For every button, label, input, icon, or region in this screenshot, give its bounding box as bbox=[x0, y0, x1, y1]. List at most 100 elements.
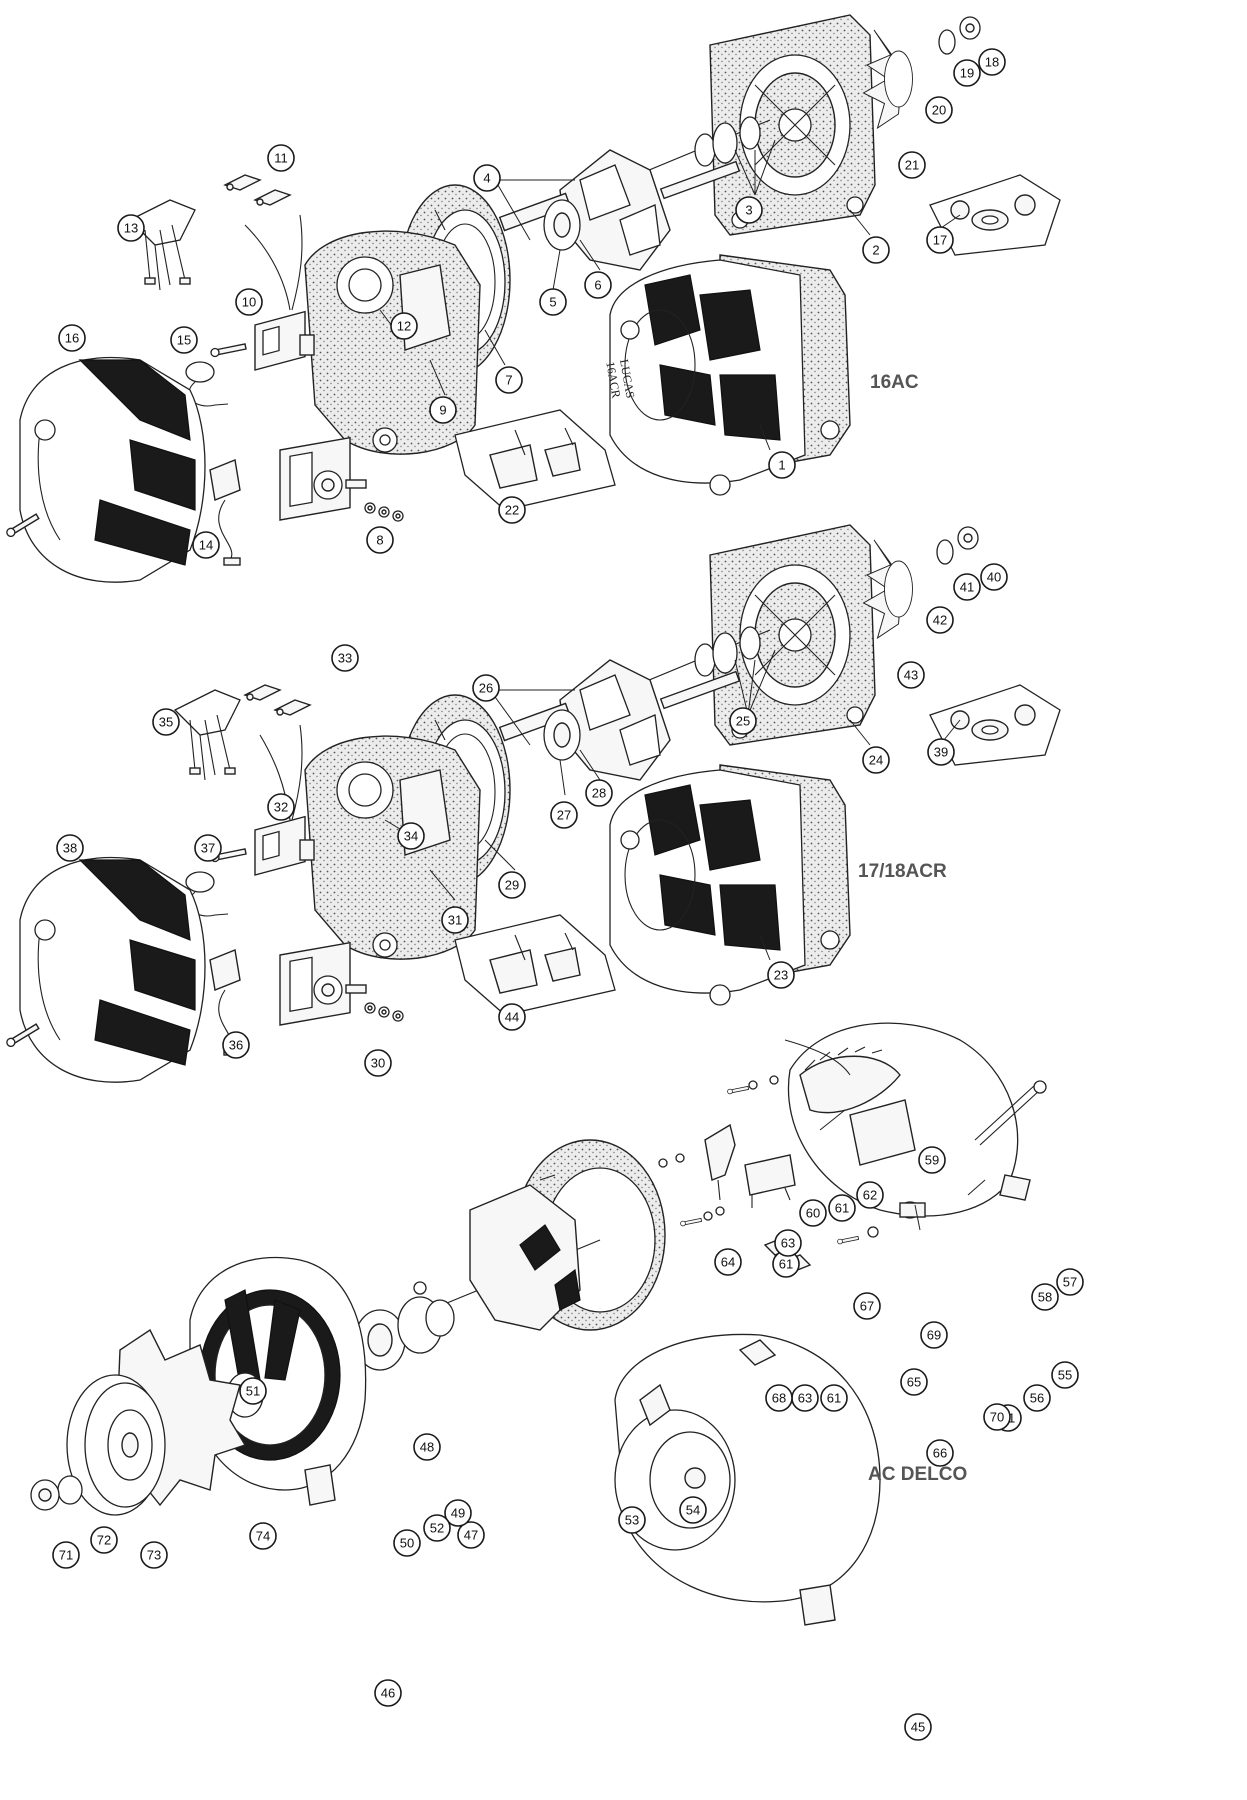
callout-number: 9 bbox=[439, 403, 446, 418]
callout-41: 41 bbox=[953, 573, 981, 601]
callout-circle bbox=[441, 906, 469, 934]
endcap-cover-drawing bbox=[19, 856, 206, 1083]
callout-number: 56 bbox=[1030, 1391, 1044, 1406]
callout-number: 6 bbox=[594, 278, 601, 293]
callout-number: 45 bbox=[911, 1720, 925, 1735]
callout-7: 7 bbox=[495, 366, 523, 394]
callout-circle bbox=[117, 214, 145, 242]
section-label-16ac: 16AC bbox=[870, 372, 919, 393]
callout-circle bbox=[983, 1403, 1011, 1431]
callout-29: 29 bbox=[498, 871, 526, 899]
nut-washer-drawing bbox=[30, 1475, 83, 1511]
callout-circle bbox=[222, 1031, 250, 1059]
callout-circle bbox=[473, 164, 501, 192]
callout-number: 66 bbox=[933, 1446, 947, 1461]
callout-circle bbox=[52, 1541, 80, 1569]
screw-drawing bbox=[210, 343, 247, 358]
callout-number: 61 bbox=[779, 1257, 793, 1272]
callout-37: 37 bbox=[194, 834, 222, 862]
slip-ring-drawing bbox=[543, 199, 581, 251]
callout-65: 65 bbox=[900, 1368, 928, 1396]
callout-circle bbox=[897, 661, 925, 689]
callout-number: 50 bbox=[400, 1536, 414, 1551]
callout-circle bbox=[585, 779, 613, 807]
pulley-washer-drawing bbox=[936, 526, 979, 565]
brush-box-drawing bbox=[254, 815, 315, 876]
callout-circle bbox=[828, 1194, 856, 1222]
callout-51: 51 bbox=[239, 1377, 267, 1405]
callout-25: 25 bbox=[729, 707, 757, 735]
callout-circle bbox=[539, 288, 567, 316]
callout-number: 37 bbox=[201, 841, 215, 856]
callout-number: 18 bbox=[985, 55, 999, 70]
callout-number: 12 bbox=[397, 319, 411, 334]
callout-16: 16 bbox=[58, 324, 86, 352]
callout-22: 22 bbox=[498, 496, 526, 524]
callout-circle bbox=[1056, 1268, 1084, 1296]
callout-26: 26 bbox=[472, 674, 500, 702]
exploded-view-16ac: LUCAS 16ACR 16AC bbox=[3, 14, 1061, 583]
callout-60: 60 bbox=[799, 1199, 827, 1227]
callout-circle bbox=[152, 708, 180, 736]
callout-number: 35 bbox=[159, 715, 173, 730]
callout-circle bbox=[856, 1181, 884, 1209]
callout-17: 17 bbox=[926, 226, 954, 254]
callout-circle bbox=[799, 1199, 827, 1227]
regulator-ic-drawing bbox=[744, 1154, 796, 1208]
callout-number: 8 bbox=[376, 533, 383, 548]
callout-circle bbox=[926, 226, 954, 254]
callout-circle bbox=[774, 1229, 802, 1257]
callout-circle bbox=[140, 1541, 168, 1569]
callout-number: 39 bbox=[934, 745, 948, 760]
callout-number: 27 bbox=[557, 808, 571, 823]
callout-circle bbox=[768, 451, 796, 479]
pulley-washer-drawing bbox=[938, 16, 981, 55]
callout-number: 43 bbox=[904, 668, 918, 683]
callout-39: 39 bbox=[927, 738, 955, 766]
callout-circle bbox=[618, 1506, 646, 1534]
callout-circle bbox=[862, 746, 890, 774]
callout-circle bbox=[729, 707, 757, 735]
callout-number: 29 bbox=[505, 878, 519, 893]
callout-circle bbox=[390, 312, 418, 340]
callout-circle bbox=[374, 1679, 402, 1707]
callout-number: 30 bbox=[371, 1056, 385, 1071]
callout-61: 61 bbox=[828, 1194, 856, 1222]
callout-number: 14 bbox=[199, 538, 213, 553]
callout-circle bbox=[397, 822, 425, 850]
callout-number: 38 bbox=[63, 841, 77, 856]
callout-circle bbox=[413, 1433, 441, 1461]
callout-circle bbox=[765, 1384, 793, 1412]
callout-circle bbox=[853, 1292, 881, 1320]
callout-8: 8 bbox=[366, 526, 394, 554]
callout-59: 59 bbox=[918, 1146, 946, 1174]
callout-63: 63 bbox=[791, 1384, 819, 1412]
callout-circle bbox=[926, 1439, 954, 1467]
callout-36: 36 bbox=[222, 1031, 250, 1059]
callout-number: 69 bbox=[927, 1328, 941, 1343]
callout-21: 21 bbox=[898, 151, 926, 179]
callout-circle bbox=[980, 563, 1008, 591]
callout-circle bbox=[978, 48, 1006, 76]
harness-drawing bbox=[129, 199, 196, 291]
callout-number: 4 bbox=[483, 171, 490, 186]
callout-number: 55 bbox=[1058, 1368, 1072, 1383]
callout-circle bbox=[550, 801, 578, 829]
callout-number: 41 bbox=[960, 580, 974, 595]
callout-circle bbox=[1051, 1361, 1079, 1389]
callout-circle bbox=[904, 1713, 932, 1741]
callout-42: 42 bbox=[926, 606, 954, 634]
callout-61: 61 bbox=[820, 1384, 848, 1412]
callout-43: 43 bbox=[897, 661, 925, 689]
callout-number: 58 bbox=[1038, 1290, 1052, 1305]
callout-circle bbox=[444, 1499, 472, 1527]
callout-number: 62 bbox=[863, 1188, 877, 1203]
callout-number: 47 bbox=[464, 1528, 478, 1543]
callout-number: 65 bbox=[907, 1375, 921, 1390]
callout-31: 31 bbox=[441, 906, 469, 934]
terminal-link-drawing bbox=[704, 1123, 736, 1201]
callout-68: 68 bbox=[765, 1384, 793, 1412]
callout-number: 3 bbox=[745, 203, 752, 218]
callout-circle bbox=[1031, 1283, 1059, 1311]
